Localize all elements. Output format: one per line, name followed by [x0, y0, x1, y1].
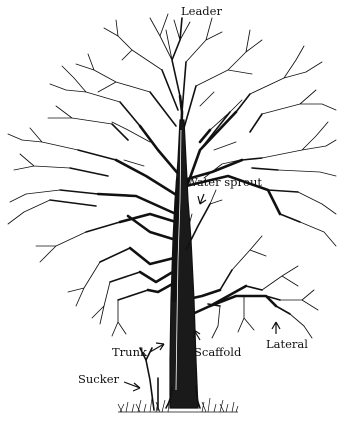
label-sucker: Sucker	[78, 372, 119, 386]
sucker-arrow	[124, 382, 140, 391]
label-leader: Leader	[181, 4, 222, 18]
water-sprout-arrow	[198, 194, 206, 204]
label-water-sprout: Water sprout	[186, 175, 262, 189]
label-trunk: Trunk	[112, 345, 148, 359]
label-lateral: Lateral	[266, 337, 308, 351]
lateral-arrow	[272, 322, 280, 334]
label-scaffold: Scaffold	[194, 345, 242, 359]
label-arrows	[124, 194, 280, 391]
